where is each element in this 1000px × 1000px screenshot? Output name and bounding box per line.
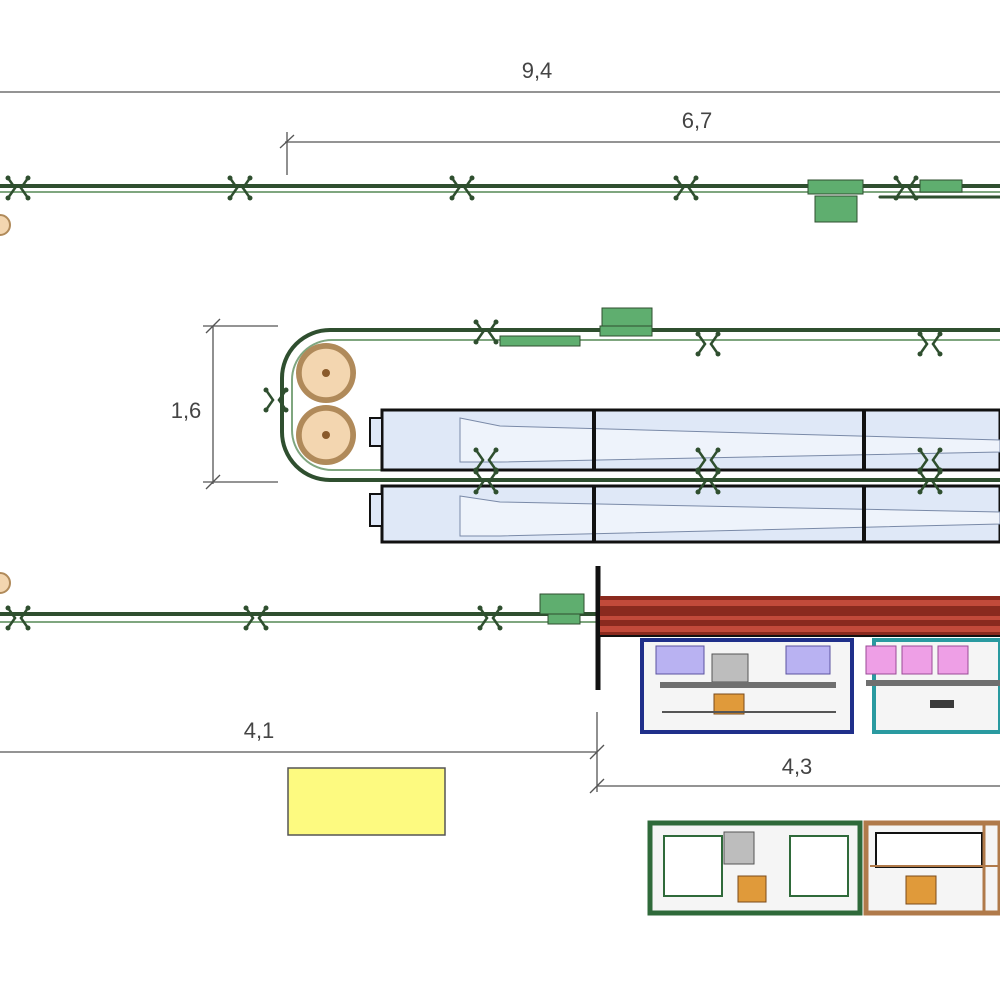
loop-sprocket-upper <box>296 343 356 403</box>
dimension-label-overall: 9,4 <box>522 58 553 83</box>
carrier-clamp <box>695 469 721 495</box>
carrier-clamp <box>673 175 699 201</box>
carrier-clamp <box>917 331 943 357</box>
carrier-clamp <box>263 387 289 413</box>
carrier-clamp <box>5 605 31 631</box>
dimension-label-loop-width: 1,6 <box>171 398 202 423</box>
carrier-clamp <box>477 605 503 631</box>
rail-carriers <box>5 175 943 631</box>
dimension-label-upper-return: 6,7 <box>682 108 713 133</box>
dimension-lower-right: 4,3 <box>589 754 1000 794</box>
brush-cabinet-teal <box>865 638 1000 734</box>
yellow-area-marker <box>287 767 446 836</box>
carrier-clamp <box>5 175 31 201</box>
brush-station <box>595 566 1000 690</box>
middle-loop-drive-unit <box>499 307 653 347</box>
carrier-clamp <box>473 319 499 345</box>
carrier-clamp <box>917 469 943 495</box>
lower-rail-drive-unit <box>539 593 585 625</box>
lower-rail <box>0 612 600 623</box>
loop-sprocket-lower <box>296 405 356 465</box>
bottom-cabinet-brown <box>863 820 1000 916</box>
dimension-lower-left: 4,1 <box>0 712 605 792</box>
dimension-label-lower-right: 4,3 <box>782 754 813 779</box>
carrier-clamp <box>695 331 721 357</box>
carrier-clamp <box>227 175 253 201</box>
dimension-label-lower-left: 4,1 <box>244 718 275 743</box>
left-sprocket-upper <box>0 214 11 236</box>
carrier-clamp <box>893 175 919 201</box>
tank-lower <box>369 484 1000 544</box>
carrier-clamp <box>243 605 269 631</box>
carrier-clamp <box>449 175 475 201</box>
carrier-clamp <box>473 469 499 495</box>
dimension-upper-return: 6,7 <box>279 108 1000 175</box>
brush-cabinet-blue <box>640 638 854 734</box>
dimension-loop-width: 1,6 <box>171 318 278 490</box>
bottom-cabinet-green <box>647 820 863 916</box>
dimension-overall: 9,4 <box>0 58 1000 93</box>
left-sprocket-lower <box>0 572 11 594</box>
tank-upper <box>369 408 1000 472</box>
upper-rail-drive-unit <box>807 179 963 223</box>
